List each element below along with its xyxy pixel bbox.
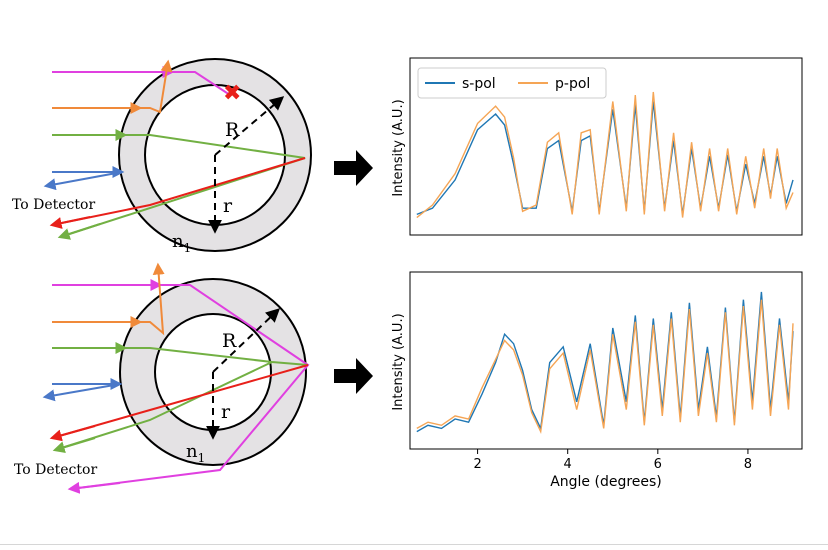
legend-p-pol-label: p-pol [555, 76, 590, 92]
chart-bottom-ylabel: Intensity (A.U.) [391, 313, 406, 410]
bottom-blue-ray-out [42, 383, 121, 402]
chart-top-ylabel: Intensity (A.U.) [391, 99, 406, 196]
chart-1-series-s-pol [416, 101, 794, 216]
chart-bottom-ticks: 2 4 6 8 [473, 449, 752, 472]
top-label-R: R [225, 119, 240, 141]
x-tick-label-4: 4 [564, 457, 572, 472]
x-tick-label-6: 6 [654, 457, 662, 472]
legend-s-pol-label: s-pol [462, 76, 496, 92]
top-label-r: r [223, 195, 233, 217]
top-label-detector: To Detector [12, 197, 95, 213]
top-ring-diagram: ✖ R r n1 To Detector [12, 58, 312, 255]
top-x-mark: ✖ [223, 81, 241, 106]
chart-top-series-group [416, 91, 794, 219]
chart-1-series-p-pol [416, 91, 794, 219]
x-tick-label-2: 2 [473, 457, 481, 472]
bottom-magenta-arrow-out [67, 481, 121, 494]
bottom-radius-R [212, 308, 281, 373]
bottom-label-R: R [222, 330, 237, 352]
chart-bottom-xlabel: Angle (degrees) [550, 474, 662, 490]
top-green-arrow-out [57, 223, 101, 240]
x-tick-label-8: 8 [744, 457, 752, 472]
bottom-label-r: r [221, 401, 231, 423]
chart-top: Intensity (A.U.) s-pol p-pol [391, 57, 803, 236]
chart-bottom: 2 4 6 8 Intensity (A.U.) Angle (degrees) [391, 271, 803, 490]
chart-top-legend-box [417, 67, 607, 99]
chart-bottom-frame [409, 271, 803, 450]
bottom-green-arrow-out [52, 437, 96, 453]
bottom-ring-diagram: R r n1 To Detector [14, 262, 310, 494]
bottom-label-detector: To Detector [14, 462, 97, 478]
bottom-label-n: n1 [186, 441, 205, 465]
chart-bottom-series-group [416, 291, 794, 434]
bottom-big-arrow [334, 358, 373, 394]
top-label-n: n1 [172, 231, 191, 255]
chart-2-series-p-pol [416, 299, 794, 434]
top-magenta-ray [52, 71, 231, 96]
top-radius-R [214, 96, 285, 156]
bottom-red-arrow-out [49, 425, 96, 442]
chart-top-frame [409, 57, 803, 236]
top-red-arrow-out [49, 216, 91, 229]
top-big-arrow [334, 150, 373, 186]
top-blue-ray-out [43, 171, 123, 191]
bottom-divider [0, 544, 828, 545]
